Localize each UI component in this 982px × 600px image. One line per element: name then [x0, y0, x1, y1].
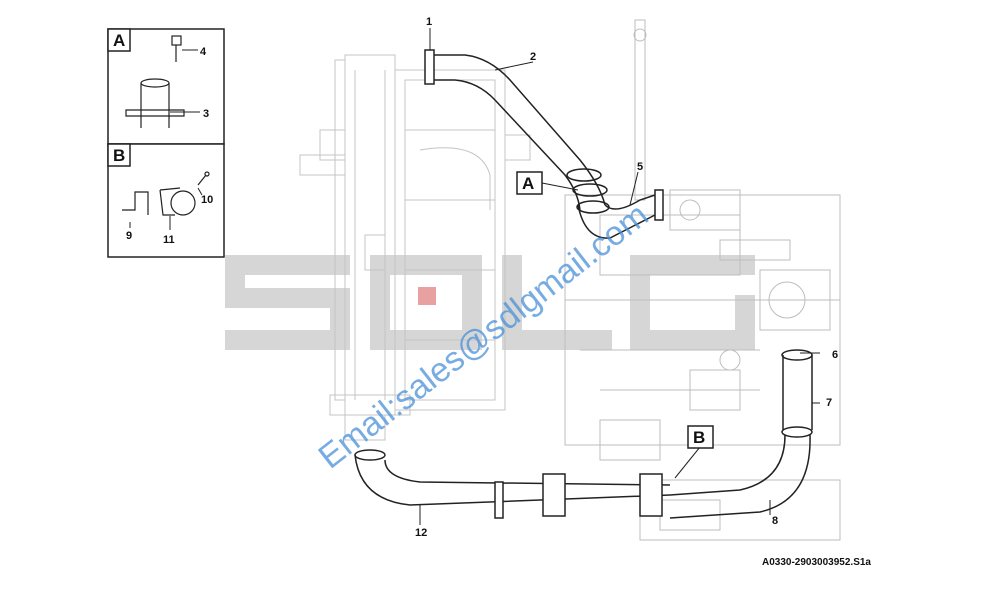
detail-box-a: A 4 3 — [107, 28, 225, 145]
part-label-12: 12 — [415, 527, 427, 539]
callout-b: B — [687, 425, 714, 449]
bracket-part-9 — [122, 191, 149, 215]
leader-lines — [419, 28, 820, 525]
part-label-9: 9 — [126, 230, 132, 242]
part-label-5: 5 — [637, 161, 643, 173]
part-label-11: 11 — [163, 234, 175, 246]
detail-box-b: B 10 9 11 — [107, 143, 225, 258]
clamp-part-11 — [159, 187, 196, 216]
screw-part-10 — [197, 171, 210, 186]
adapter-part-3 — [125, 78, 185, 128]
detail-b-letter: B — [113, 146, 125, 165]
callout-a: A — [516, 171, 543, 195]
engine-block — [564, 19, 841, 541]
part-label-3: 3 — [203, 108, 209, 120]
part-label-10: 10 — [201, 194, 213, 206]
part-label-2: 2 — [530, 51, 536, 63]
bolt-part-4 — [171, 35, 182, 62]
tube-12-lower — [354, 449, 671, 519]
hose-8-lower-bend — [669, 434, 811, 519]
reference-code: A0330-2903003952.S1a — [762, 557, 871, 568]
hose-5-elbow — [576, 189, 664, 239]
radiator — [299, 54, 531, 441]
detail-a-letter: A — [113, 31, 125, 50]
part-label-1: 1 — [426, 16, 432, 28]
part-label-7: 7 — [826, 397, 832, 409]
watermark-logo — [225, 255, 755, 350]
hose-2-upper — [424, 49, 608, 211]
part-label-4: 4 — [200, 46, 207, 58]
part-label-8: 8 — [772, 515, 778, 527]
part-label-6: 6 — [832, 349, 838, 361]
hose-7-vertical — [781, 349, 813, 438]
callout-b-letter: B — [693, 428, 705, 447]
callout-a-letter: A — [522, 174, 534, 193]
